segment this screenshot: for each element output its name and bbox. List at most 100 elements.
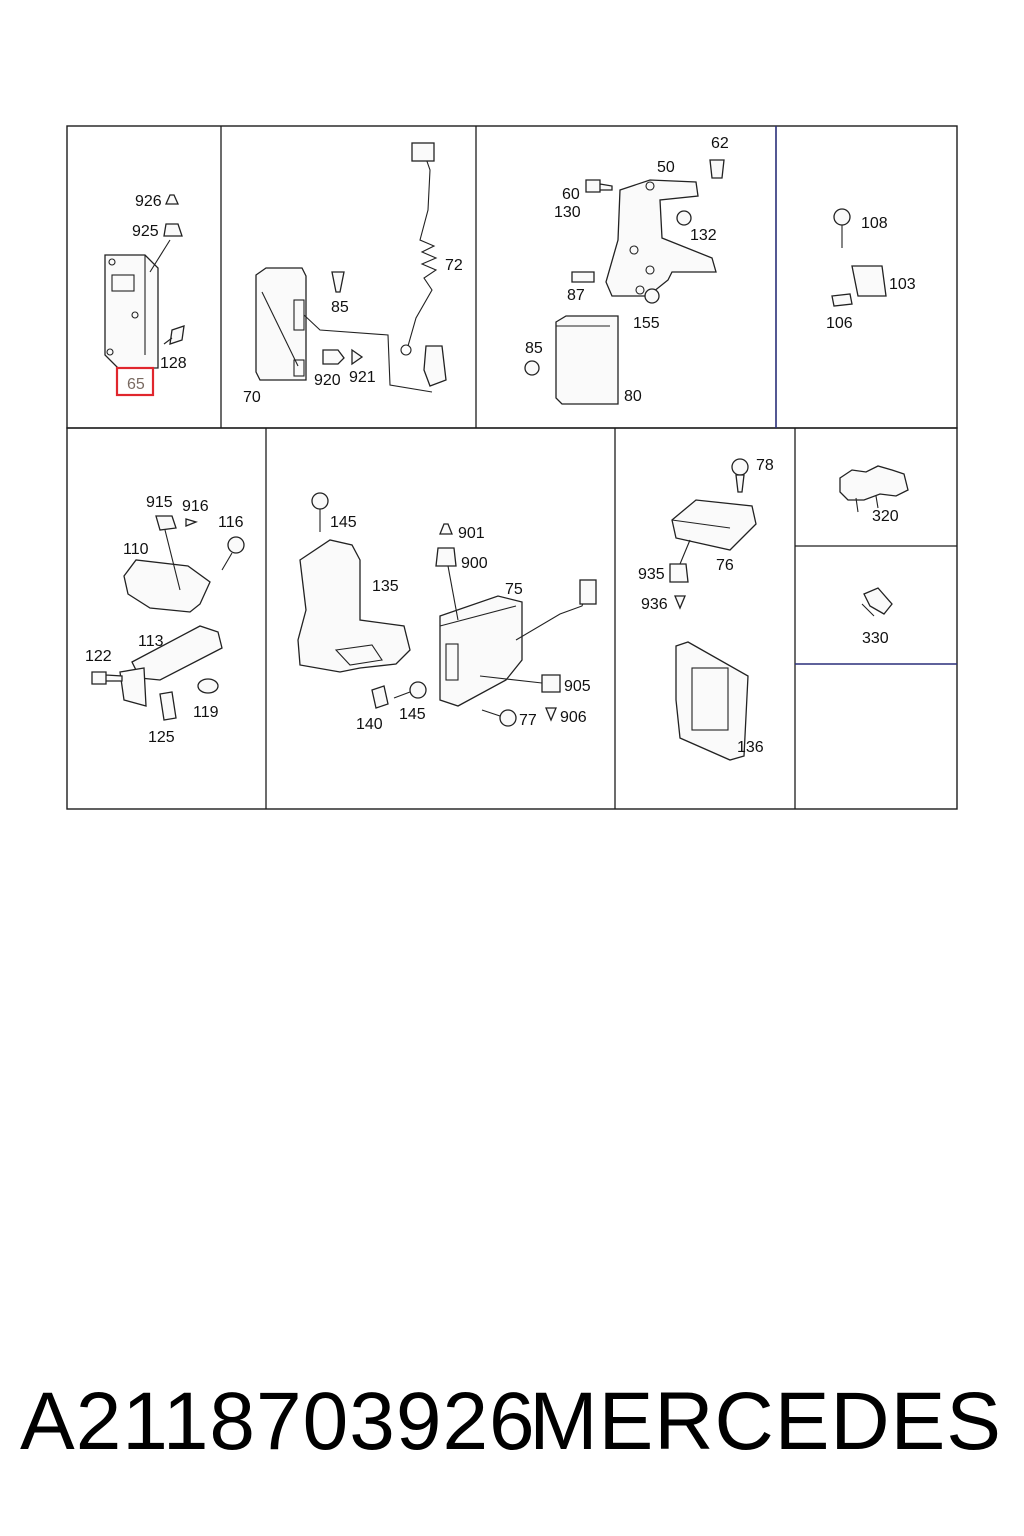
part-78-clip-head xyxy=(731,458,749,476)
panel-8: 320 xyxy=(839,465,909,525)
part-145-screw xyxy=(409,681,427,699)
callout-145: 145 xyxy=(399,706,426,723)
part-detail xyxy=(645,181,655,191)
part-detail xyxy=(106,348,114,356)
callout-916: 916 xyxy=(182,498,209,515)
callout-77: 77 xyxy=(519,712,537,729)
part-119-grommet xyxy=(197,678,219,694)
part-122-bolt xyxy=(91,671,123,685)
part-detail xyxy=(439,605,517,627)
callout-926: 926 xyxy=(135,193,162,210)
part-75-module xyxy=(439,595,523,707)
part-detail xyxy=(645,265,655,275)
part-77-shaft xyxy=(481,709,501,717)
part-60-bolt xyxy=(585,179,613,193)
callout-915: 915 xyxy=(146,494,173,511)
part-75-cable xyxy=(515,585,591,641)
part-901-pin xyxy=(439,523,453,535)
callout-62: 62 xyxy=(711,135,729,152)
part-detail xyxy=(334,644,383,666)
callout-125: 125 xyxy=(148,729,175,746)
part-detail xyxy=(671,519,731,529)
panel-7: 78 76 935 936 136 xyxy=(638,457,774,761)
highlight-box xyxy=(115,366,155,397)
callout-901: 901 xyxy=(458,525,485,542)
callout-85: 85 xyxy=(331,299,349,316)
part-145-shaft xyxy=(393,691,411,699)
part-926-pin xyxy=(164,194,180,205)
callout-921: 921 xyxy=(349,369,376,386)
part-detail xyxy=(629,245,639,255)
callout-106: 106 xyxy=(826,315,853,332)
part-110-module xyxy=(123,559,211,613)
part-132-nut xyxy=(676,210,692,226)
part-155-nut xyxy=(644,288,660,304)
part-905-connector xyxy=(541,674,561,693)
part-detail xyxy=(400,344,412,356)
part-62-bolt xyxy=(709,159,725,179)
callout-155: 155 xyxy=(633,315,660,332)
callout-103: 103 xyxy=(889,276,916,293)
callout-128: 128 xyxy=(160,355,187,372)
part-920-connector xyxy=(322,349,345,365)
panel-9: 330 xyxy=(861,587,893,647)
part-935-connector xyxy=(669,563,689,583)
callout-50: 50 xyxy=(657,159,675,176)
panel-5: 915 916 116 110 113 122 119 125 xyxy=(85,494,245,746)
part-916-pin xyxy=(185,518,198,527)
panel-1: 926 925 128 65 xyxy=(104,193,187,397)
callout-87: 87 xyxy=(567,287,585,304)
leader-line xyxy=(163,337,173,345)
callout-85: 85 xyxy=(525,340,543,357)
part-72-cable xyxy=(407,149,438,347)
part-detail xyxy=(445,643,459,681)
callout-113: 113 xyxy=(138,633,164,650)
callout-330: 330 xyxy=(862,630,889,647)
callout-110: 110 xyxy=(123,541,149,558)
part-108-screw xyxy=(833,208,851,226)
part-900-connector xyxy=(435,547,457,567)
callout-135: 135 xyxy=(372,578,399,595)
callout-78: 78 xyxy=(756,457,774,474)
diagram-frames xyxy=(66,125,958,810)
callout-60: 60 xyxy=(562,186,580,203)
part-116-screw xyxy=(227,536,245,554)
part-85-screw xyxy=(331,271,345,293)
callout-108: 108 xyxy=(861,215,888,232)
part-87-screw xyxy=(571,271,595,283)
panel-3: 62 50 60 130 132 87 155 85 80 xyxy=(524,135,729,405)
leader-line xyxy=(479,675,543,684)
callout-75: 75 xyxy=(505,581,523,598)
part-77-screw xyxy=(499,709,517,727)
part-detail xyxy=(691,667,729,731)
part-936-pin xyxy=(674,595,686,610)
panel-2: 72 85 920 921 70 xyxy=(243,142,463,406)
callout-140: 140 xyxy=(356,716,383,733)
part-915-connector xyxy=(155,515,177,531)
part-106-clip xyxy=(831,293,853,307)
part-72-connector xyxy=(423,345,447,387)
callout-119: 119 xyxy=(193,704,219,721)
callout-132: 132 xyxy=(690,227,717,244)
callout-935: 935 xyxy=(638,566,665,583)
cable xyxy=(303,314,433,393)
part-85-screw xyxy=(524,360,540,376)
part-330-clip xyxy=(863,587,893,615)
part-50-bracket xyxy=(605,179,717,297)
leader-line xyxy=(149,239,171,273)
part-921-pin xyxy=(351,348,364,366)
panel-4: 108 103 106 xyxy=(826,208,916,332)
part-76-module xyxy=(671,499,757,551)
part-906-pin xyxy=(545,707,557,722)
part-135-bracket xyxy=(297,539,411,673)
callout-906: 906 xyxy=(560,709,587,726)
callout-116: 116 xyxy=(218,514,244,531)
callout-145: 145 xyxy=(330,514,357,531)
part-detail xyxy=(635,285,645,295)
callout-70: 70 xyxy=(243,389,261,406)
part-70-module xyxy=(255,267,307,381)
callout-122: 122 xyxy=(85,648,112,665)
part-detail xyxy=(861,603,875,617)
part-925-connector xyxy=(163,223,183,237)
callout-925: 925 xyxy=(132,223,159,240)
